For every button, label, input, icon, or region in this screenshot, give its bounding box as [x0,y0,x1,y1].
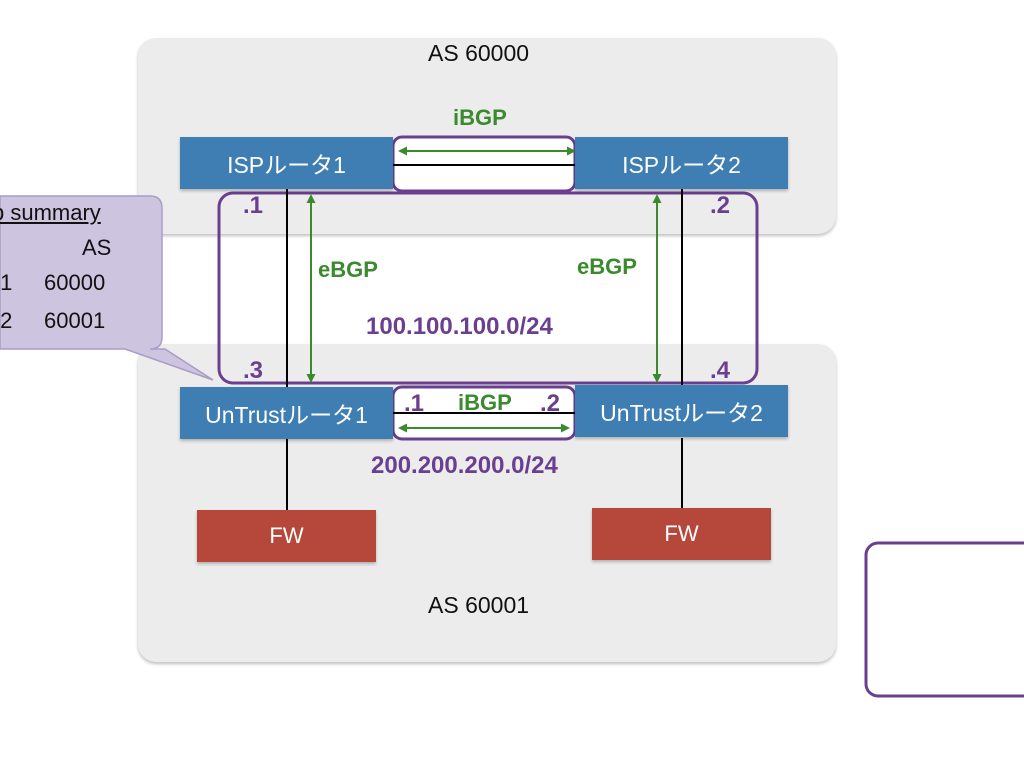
isp-router-1: ISPルータ1 [180,137,393,189]
firewall-left: FW [197,510,376,562]
address-inner-left: .1 [404,390,425,417]
callout-row-2-as: 60001 [44,308,106,333]
address-inner-right: .2 [540,390,561,417]
address-isp2: .2 [710,192,731,219]
callout-row-1-neighbor: .1 [0,270,13,295]
address-untrust1: .3 [243,357,264,384]
callout-row-1-as: 60000 [44,270,106,295]
firewall-right: FW [592,508,771,560]
ebgp-right-label: eBGP [577,254,637,279]
callout-bubble [0,195,214,381]
untrust-router-1: UnTrustルータ1 [180,387,393,439]
isp-router-2: ISPルータ2 [575,137,788,189]
untrust-router-2: UnTrustルータ2 [575,385,788,437]
subnet-outer-label: 100.100.100.0/24 [366,313,553,340]
empty-box [864,541,1024,698]
address-untrust2: .4 [710,357,731,384]
as-60001-label: AS 60001 [428,592,530,618]
ebgp-outline [217,191,759,385]
callout-title: p summary [0,200,101,225]
ibgp-top-label: iBGP [453,105,507,130]
as-60000-label: AS 60000 [428,40,530,66]
callout-header-as: AS [82,235,112,260]
subnet-inner-label: 200.200.200.0/24 [371,452,558,479]
ebgp-left-label: eBGP [318,257,378,282]
callout-row-2-neighbor: .2 [0,308,13,333]
ibgp-bottom-label: iBGP [458,390,512,415]
address-isp1: .1 [243,192,264,219]
